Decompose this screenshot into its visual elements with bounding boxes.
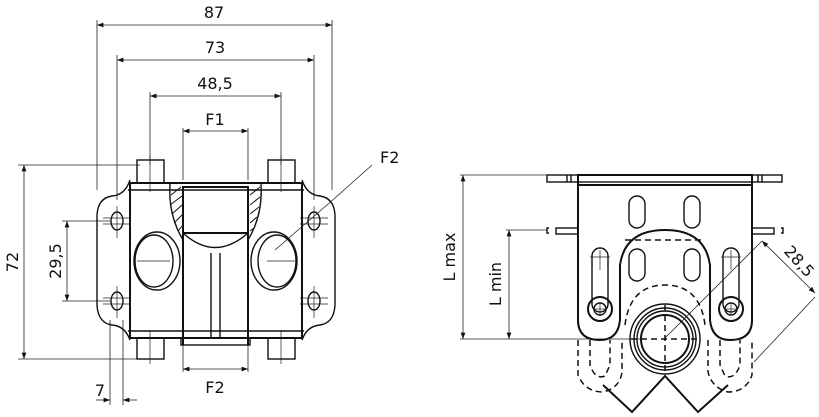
body bbox=[129, 182, 303, 339]
bolt-heads bbox=[136, 155, 296, 364]
dim-radius: 28,5 bbox=[780, 242, 818, 281]
dim-side-port-thread: F2 bbox=[380, 148, 399, 167]
outlet-collar bbox=[180, 337, 251, 346]
top-slots bbox=[625, 195, 705, 282]
side-ports bbox=[133, 231, 298, 291]
dim-length-min: L min bbox=[486, 262, 505, 306]
side-view: L max L min 28,5 bbox=[440, 174, 818, 414]
bracket-v-tip bbox=[602, 374, 729, 414]
hidden-alternate-position bbox=[577, 340, 753, 393]
dim-overall-width: 87 bbox=[204, 3, 224, 22]
bracket-body bbox=[577, 185, 753, 342]
dim-outlet-thread: F2 bbox=[205, 378, 224, 397]
dim-bolt-spacing: 48,5 bbox=[197, 74, 233, 93]
dim-overall-height: 72 bbox=[3, 252, 22, 272]
bore-arc bbox=[182, 232, 249, 249]
dim-hole-spacing: 29,5 bbox=[46, 243, 65, 279]
section-hatching bbox=[169, 183, 262, 241]
front-view: 87 73 48,5 F1 F2 F2 72 29,5 7 bbox=[3, 3, 399, 405]
inlet-thread-section bbox=[182, 186, 249, 234]
mounting-holes bbox=[103, 206, 328, 318]
dim-length-max: L max bbox=[440, 233, 459, 282]
right-flange bbox=[301, 179, 336, 341]
dim-inlet-thread: F1 bbox=[205, 110, 224, 129]
extension-lines bbox=[18, 20, 333, 405]
side-slots bbox=[587, 247, 744, 322]
left-flange bbox=[96, 179, 131, 341]
top-plate bbox=[546, 174, 783, 186]
outlet-port bbox=[624, 284, 706, 375]
dimension-lines bbox=[21, 22, 373, 403]
dim-hole-slot: 7 bbox=[95, 381, 105, 400]
dim-mount-width: 73 bbox=[205, 38, 225, 57]
